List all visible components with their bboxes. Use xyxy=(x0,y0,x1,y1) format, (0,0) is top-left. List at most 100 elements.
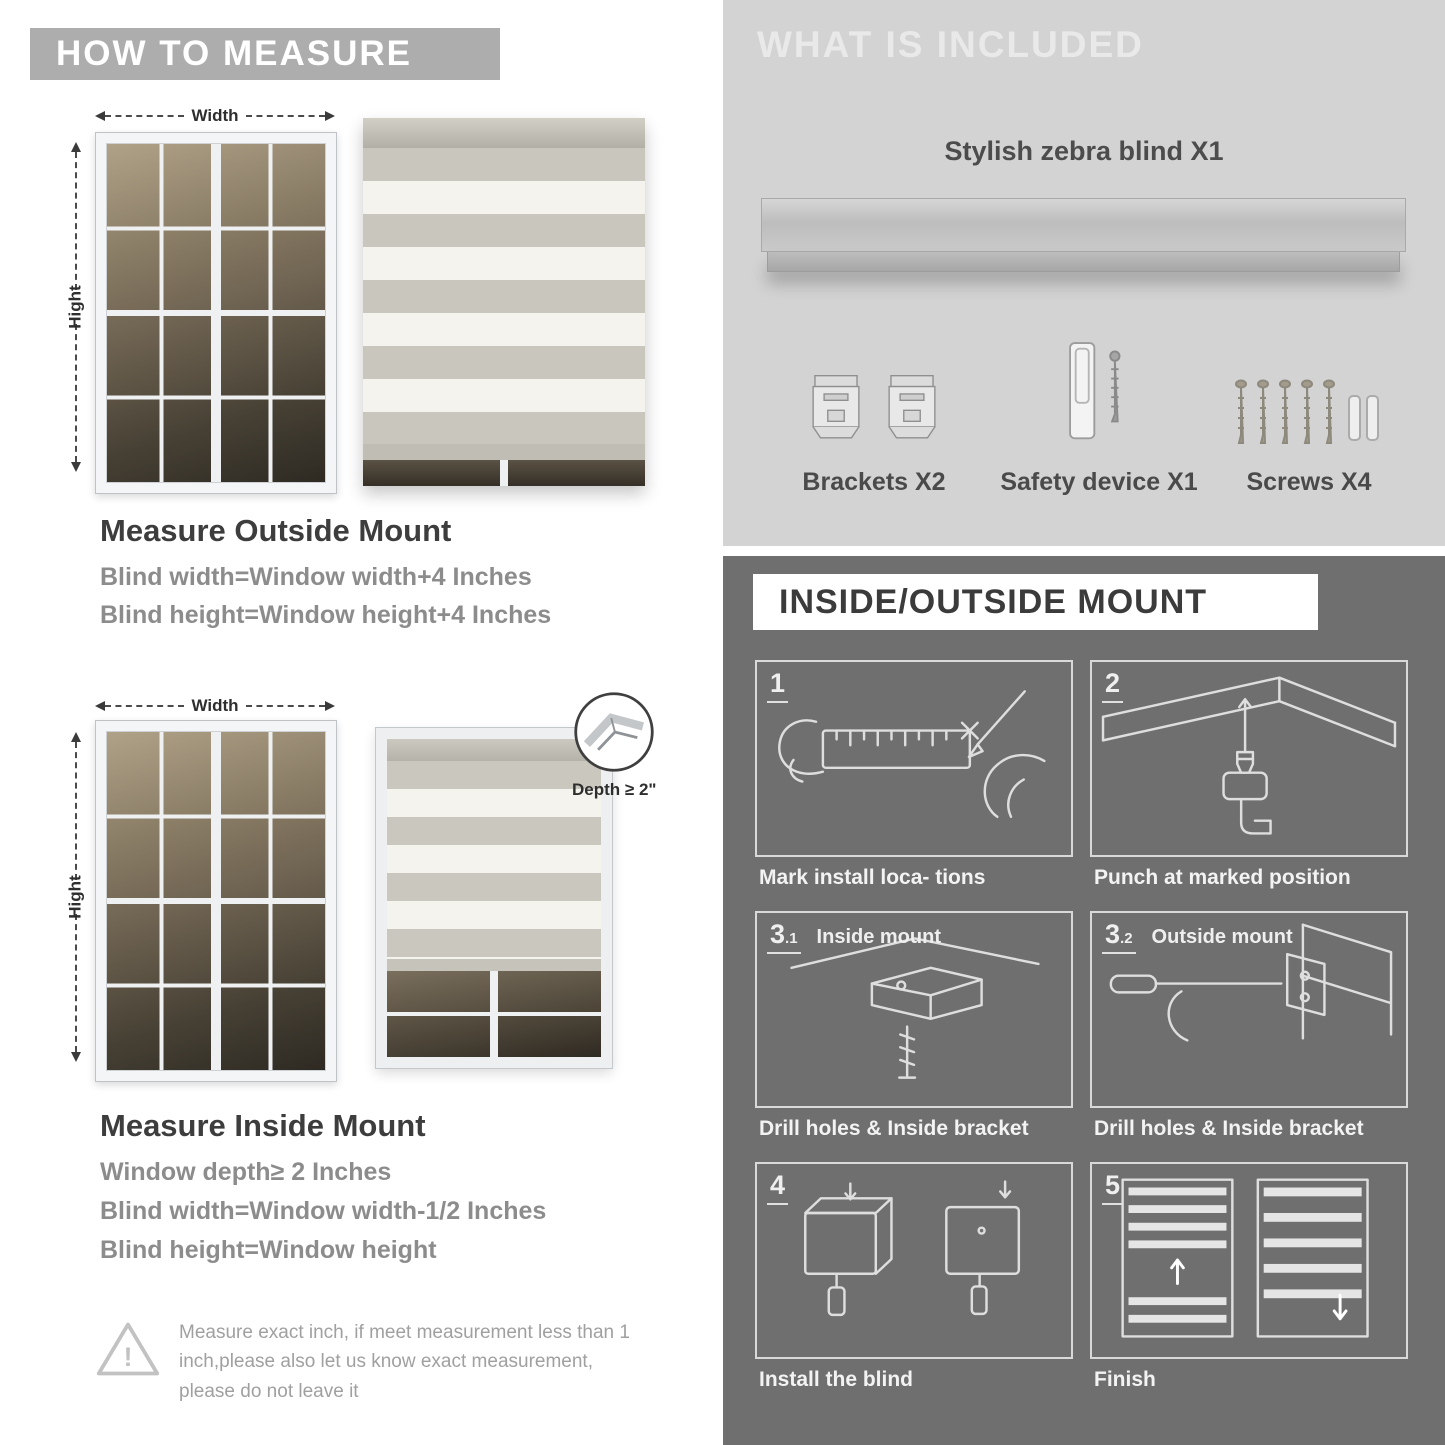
included-item-brackets: Brackets X2 xyxy=(759,324,989,497)
step-5-panel: 5 xyxy=(1090,1162,1408,1359)
width-label: Width xyxy=(191,696,239,715)
included-items: Brackets X2 Safety device X1 xyxy=(759,324,1409,497)
zebra-blind-outside-illustration xyxy=(363,118,645,486)
svg-text:!: ! xyxy=(124,1342,133,1372)
blind-bottom-rail xyxy=(363,444,645,460)
step-2-panel: 2 xyxy=(1090,660,1408,857)
step-number: 5 xyxy=(1102,1170,1139,1205)
window-glass xyxy=(106,143,326,483)
width-measure-arrow: Width xyxy=(95,696,335,716)
mount-guide-header: INSIDE/OUTSIDE MOUNT xyxy=(753,574,1318,630)
height-measure-arrow: Hight xyxy=(66,732,86,1062)
arrow-left-icon xyxy=(95,111,105,121)
step-number: 3.2 Outside mount xyxy=(1102,919,1293,954)
arrow-right-icon xyxy=(325,701,335,711)
step-4: 4 xyxy=(755,1162,1073,1392)
dash-line xyxy=(105,115,185,117)
bracket-icon xyxy=(812,374,860,439)
step-3-2: 3.2 Outside mount xyxy=(1090,911,1408,1141)
inside-mount-formula: Blind height=Window height xyxy=(100,1236,437,1264)
magnified-corner-icon xyxy=(574,692,654,772)
measure-warning: ! Measure exact inch, if meet measuremen… xyxy=(95,1318,630,1406)
mount-steps-grid: 1 xyxy=(755,660,1408,1392)
step-3-2-caption: Drill holes & Inside bracket xyxy=(1094,1117,1364,1140)
step-4-panel: 4 xyxy=(755,1162,1073,1359)
outside-mount-formula: Blind width=Window width+4 Inches xyxy=(100,563,532,591)
how-to-measure-section: HOW TO MEASURE Width Hight xyxy=(30,28,700,1406)
outside-mount-title: Measure Outside Mount xyxy=(100,513,452,548)
mark-location-illustration xyxy=(778,690,1046,819)
step-3-1-panel: 3.1 Inside mount xyxy=(755,911,1073,1108)
step-3-1: 3.1 Inside mount xyxy=(755,911,1073,1141)
arrow-up-icon xyxy=(71,142,81,152)
safety-device-icon xyxy=(1057,324,1141,452)
arrow-left-icon xyxy=(95,701,105,711)
height-measure-arrow: Hight xyxy=(66,142,86,472)
step-number: 3.1 Inside mount xyxy=(767,919,941,954)
window-sliver xyxy=(363,460,645,486)
depth-label: Depth ≥ 2" xyxy=(572,780,657,799)
safety-device-label: Safety device X1 xyxy=(1000,468,1198,496)
screws-label: Screws X4 xyxy=(1246,468,1372,496)
inside-mount-formula: Window depth≥ 2 Inches xyxy=(100,1158,392,1186)
dash-line xyxy=(105,705,185,707)
how-to-measure-header: HOW TO MEASURE xyxy=(30,28,500,80)
zebra-blind-quantity-label: Stylish zebra blind X1 xyxy=(944,136,1224,166)
inside-mount-figure: Width Hight xyxy=(60,690,700,1100)
step-number: 1 xyxy=(767,668,804,703)
inside-mount-formula: Blind width=Window width-1/2 Inches xyxy=(100,1197,547,1225)
step-number: 4 xyxy=(767,1170,804,1205)
warning-text: Measure exact inch, if meet measurement … xyxy=(179,1322,630,1402)
zebra-blind-inside-illustration xyxy=(375,727,613,1069)
inside-bracket-illustration xyxy=(790,937,1040,1079)
dash-line xyxy=(75,914,77,1052)
dash-line xyxy=(75,324,77,462)
blind-bottom-rail xyxy=(387,959,601,971)
step-1-caption: Mark install loca- tions xyxy=(759,866,986,889)
window-illustration xyxy=(95,132,337,494)
drill-illustration xyxy=(1101,676,1397,835)
window-glass xyxy=(387,971,601,1057)
mount-guide-section: INSIDE/OUTSIDE MOUNT 1 xyxy=(723,556,1445,1445)
step-3-1-caption: Drill holes & Inside bracket xyxy=(759,1117,1029,1140)
width-measure-arrow: Width xyxy=(95,106,335,126)
step-5: 5 xyxy=(1090,1162,1408,1392)
dash-line xyxy=(245,115,325,117)
width-label: Width xyxy=(191,106,239,125)
step-2-caption: Punch at marked position xyxy=(1094,866,1351,889)
safety-device-icon xyxy=(1069,342,1121,440)
what-is-included-header: WHAT IS INCLUDED xyxy=(757,24,1144,65)
finish-illustration xyxy=(1121,1178,1369,1338)
bracket-icon xyxy=(888,374,936,439)
included-item-screws: Screws X4 xyxy=(1209,324,1409,497)
window-illustration xyxy=(95,720,337,1082)
outside-mount-figure: Width Hight xyxy=(60,100,680,500)
step-1: 1 xyxy=(755,660,1073,890)
dash-line xyxy=(75,152,77,290)
arrow-up-icon xyxy=(71,732,81,742)
depth-callout: Depth ≥ 2" xyxy=(572,690,702,800)
height-label: Hight xyxy=(66,875,85,919)
blind-top-rail xyxy=(363,118,645,148)
inside-mount-title: Measure Inside Mount xyxy=(100,1108,426,1143)
arrow-down-icon xyxy=(71,462,81,472)
brackets-icon xyxy=(804,324,944,452)
outside-bracket-illustration xyxy=(1109,923,1393,1042)
dash-line xyxy=(75,742,77,880)
height-label: Hight xyxy=(66,285,85,329)
headrail-illustration xyxy=(761,198,1406,272)
blind-cassette xyxy=(387,739,601,761)
screws-icon xyxy=(1229,324,1389,452)
step-5-caption: Finish xyxy=(1094,1368,1156,1391)
headrail-face xyxy=(761,198,1406,252)
headrail-lip xyxy=(767,252,1400,272)
install-blind-illustration xyxy=(804,1180,1021,1317)
brackets-label: Brackets X2 xyxy=(802,468,946,496)
arrow-down-icon xyxy=(71,1052,81,1062)
step-2: 2 xyxy=(1090,660,1408,890)
screws-icon xyxy=(1235,379,1379,444)
step-3-2-panel: 3.2 Outside mount xyxy=(1090,911,1408,1108)
warning-triangle-icon: ! xyxy=(96,1322,160,1376)
what-is-included-section: WHAT IS INCLUDED Stylish zebra blind X1 xyxy=(723,0,1445,546)
